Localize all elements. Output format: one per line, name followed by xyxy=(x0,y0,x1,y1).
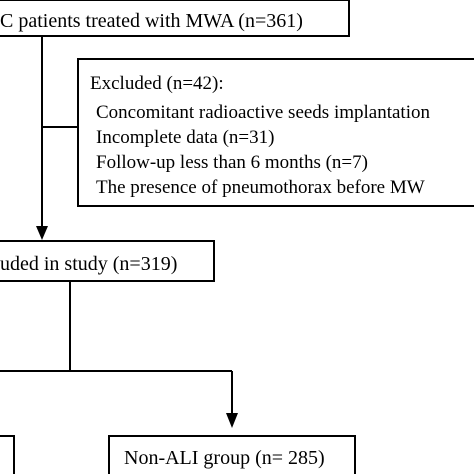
excluded-item: Follow-up less than 6 months (n=7) xyxy=(96,152,368,173)
excluded-item: Concomitant radioactive seeds implantati… xyxy=(96,102,430,123)
included-box: uded in study (n=319) xyxy=(0,240,215,282)
non-ali-box: Non-ALI group (n= 285) xyxy=(108,435,356,474)
top-box-border xyxy=(0,0,350,37)
excluded-item: Incomplete data (n=31) xyxy=(96,127,274,148)
excluded-item: The presence of pneumothorax before MW xyxy=(96,177,425,198)
ali-group-box-partial xyxy=(0,435,15,474)
included-box-text: uded in study (n=319) xyxy=(0,253,177,275)
top-box-text: C patients treated with MWA (n=361) xyxy=(0,10,303,32)
arrowhead-to-included xyxy=(36,226,48,240)
excluded-box-border xyxy=(77,58,474,207)
top-box: C patients treated with MWA (n=361) xyxy=(0,0,350,37)
excluded-box: Excluded (n=42): Concomitant radioactive… xyxy=(77,58,474,207)
excluded-header: Excluded (n=42): xyxy=(90,73,224,94)
non-ali-box-border xyxy=(108,435,356,474)
non-ali-box-text: Non-ALI group (n= 285) xyxy=(124,447,325,469)
arrowhead-to-non-ali xyxy=(226,413,238,428)
included-box-border xyxy=(0,240,215,282)
